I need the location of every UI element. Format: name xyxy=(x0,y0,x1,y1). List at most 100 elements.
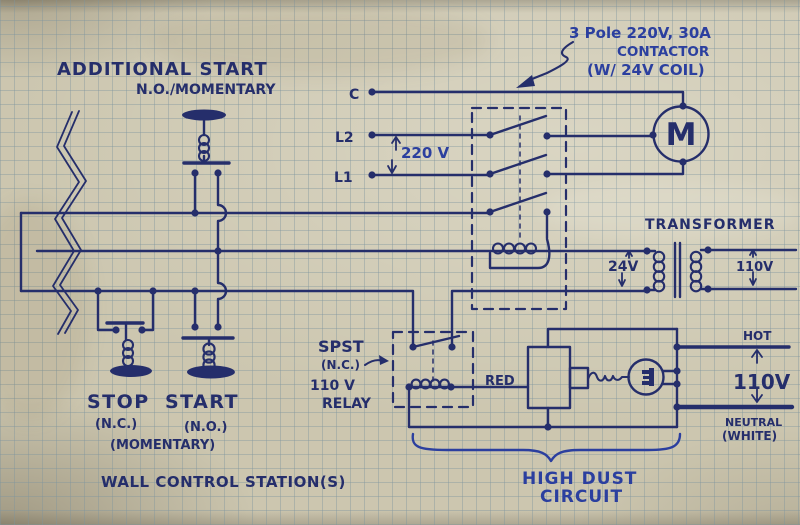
junction-dot xyxy=(543,208,551,216)
junction-dot xyxy=(704,285,712,293)
contactor-note-arrowhead xyxy=(516,75,535,88)
label-relay-2: (N.C.) xyxy=(321,358,360,372)
junction-dot xyxy=(486,131,494,139)
label-start-sub: (N.O.) xyxy=(184,420,227,435)
start-spring-loop xyxy=(202,342,216,356)
junction-dot xyxy=(486,208,494,216)
junction-dot xyxy=(214,323,222,331)
junction-dot xyxy=(649,131,657,139)
junction-dot xyxy=(486,170,494,178)
spst-relay xyxy=(391,330,475,409)
junction-dot xyxy=(138,326,146,334)
button-cap xyxy=(187,365,235,379)
junction-dot xyxy=(368,171,376,179)
start-spring-loop xyxy=(202,358,216,372)
junction-dot xyxy=(544,423,552,431)
coil-bracket xyxy=(488,237,551,270)
label-high-dust-2: CIRCUIT xyxy=(540,487,623,507)
button-cap xyxy=(182,109,226,121)
paper-highlight xyxy=(540,180,800,240)
coils-and-springs xyxy=(121,133,703,390)
cord-squiggle xyxy=(586,371,631,382)
label-terminal-c: C xyxy=(349,87,359,103)
additional-start-spring-loop xyxy=(197,133,211,147)
transformer-secondary-coil-loop xyxy=(689,279,703,293)
label-neutral-white: (WHITE) xyxy=(722,429,777,443)
junction-dot xyxy=(673,403,681,411)
labels: ADDITIONAL START N.O./MOMENTARY 3 Pole 2… xyxy=(57,24,791,507)
stop-spring-loop xyxy=(121,338,135,352)
junction-dot xyxy=(368,131,376,139)
junction-dot xyxy=(673,367,681,375)
plug-bar xyxy=(649,368,654,386)
l1-out-wire xyxy=(546,161,685,176)
plug-prong xyxy=(642,370,650,374)
junction-dot xyxy=(191,169,199,177)
label-mains-110v: 110V xyxy=(733,370,791,394)
relay-blade xyxy=(411,334,461,349)
label-momentary: (MOMENTARY) xyxy=(110,438,215,453)
junction-dot xyxy=(679,158,687,166)
transformer-symbol xyxy=(645,241,798,299)
arrow-mains110-down xyxy=(751,388,763,403)
label-additional-start-sub: N.O./MOMENTARY xyxy=(136,82,276,98)
junction-dot xyxy=(149,287,157,295)
wire-c-right xyxy=(450,289,649,349)
junction-dot xyxy=(94,287,102,295)
arrow-220v-up xyxy=(391,136,401,151)
label-neutral: NEUTRAL xyxy=(725,416,782,429)
label-transformer: TRANSFORMER xyxy=(645,217,776,233)
label-relay-3: 110 V xyxy=(310,378,355,394)
arrow-24v-up xyxy=(625,250,633,259)
junction-dot xyxy=(643,286,651,294)
junction-dot xyxy=(409,343,417,351)
additional-start-button xyxy=(182,109,231,165)
label-contactor-note-2: CONTACTOR xyxy=(617,44,710,60)
junction-dot xyxy=(643,247,651,255)
label-start: START xyxy=(165,391,239,413)
junction-dot xyxy=(673,343,681,351)
additional-start-spring-loop xyxy=(197,149,211,163)
transformer-primary-coil-loop xyxy=(652,279,666,293)
button-cap xyxy=(110,365,152,377)
relay-note-arrowhead xyxy=(379,355,389,365)
additional-start-spring-loop xyxy=(197,141,211,155)
control-wires xyxy=(19,171,649,349)
stop-spring-loop xyxy=(121,346,135,360)
transformer-core xyxy=(673,241,682,299)
continuation-break-symbol xyxy=(52,110,87,335)
annotation-arrows xyxy=(364,40,763,403)
junction-dot xyxy=(673,380,681,388)
relay-dashed-box xyxy=(391,330,475,409)
label-stop: STOP xyxy=(87,391,150,413)
label-wall-station: WALL CONTROL STATION(S) xyxy=(101,473,346,491)
label-stop-sub: (N.C.) xyxy=(95,417,137,432)
junction-dot xyxy=(368,88,376,96)
junction-dot xyxy=(191,323,199,331)
zigzag-line xyxy=(59,110,87,334)
high-dust-circuit xyxy=(407,327,795,463)
label-terminal-l1: L1 xyxy=(334,170,353,186)
label-220v: 220 V xyxy=(401,144,450,162)
junction-dot xyxy=(543,132,551,140)
contact-blade-1 xyxy=(488,114,548,137)
outlet-square xyxy=(568,366,590,390)
arrow-24v-down xyxy=(618,272,626,287)
start-button xyxy=(181,336,235,379)
label-hot: HOT xyxy=(743,329,772,343)
arrow-mains110-up xyxy=(751,349,763,364)
label-red-wire: RED xyxy=(485,374,515,389)
contactor-note-arrow xyxy=(525,40,575,83)
start-spring-loop xyxy=(202,350,216,364)
junction-dot xyxy=(448,343,456,351)
arrow-xfmr110-up xyxy=(749,249,757,258)
lamp-circle xyxy=(627,358,665,396)
arrow-xfmr110-down xyxy=(749,271,757,286)
zigzag-line xyxy=(52,111,80,335)
junction-dot xyxy=(214,169,222,177)
contact-blade-3 xyxy=(488,191,548,214)
c-wire xyxy=(370,90,685,108)
junction-dot xyxy=(191,209,199,217)
